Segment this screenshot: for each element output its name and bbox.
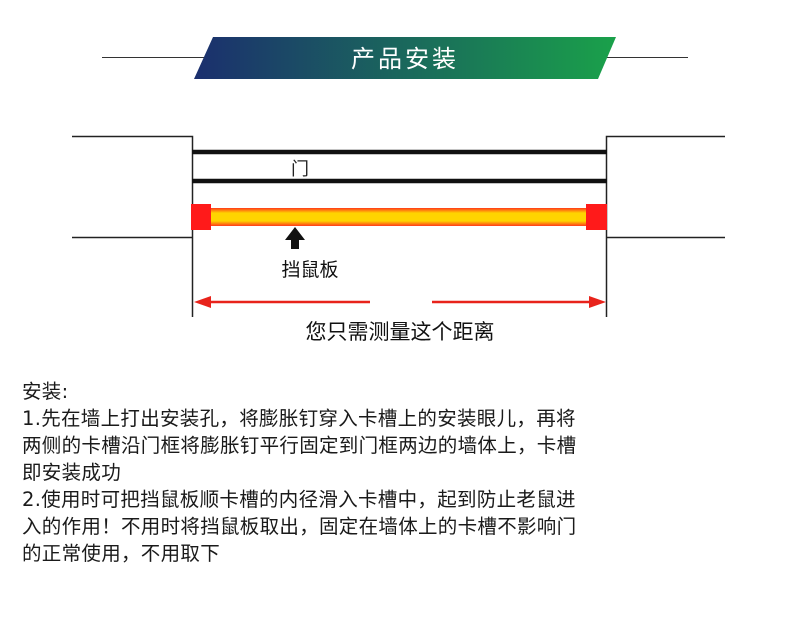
board-end-cap-right bbox=[586, 204, 607, 230]
header-banner-shape bbox=[194, 37, 616, 79]
wall-right bbox=[605, 135, 725, 317]
arrowhead-left-icon bbox=[194, 296, 211, 308]
board-end-cap-left bbox=[191, 204, 211, 230]
installation-instructions: 安装: 1.先在墙上打出安装孔，将膨胀钉穿入卡槽上的安装眼儿，再将 两侧的卡槽沿… bbox=[22, 378, 774, 567]
instruction-line: 即安装成功 bbox=[22, 461, 122, 484]
arrowhead-right-icon bbox=[589, 296, 606, 308]
instruction-line: 两侧的卡槽沿门框将膨胀钉平行固定到门框两边的墙体上，卡槽 bbox=[22, 434, 577, 457]
instruction-line: 的正常使用，不用取下 bbox=[22, 542, 221, 565]
instruction-line: 2.使用时可把挡鼠板顺卡槽的内径滑入卡槽中，起到防止老鼠进 bbox=[22, 488, 576, 511]
measure-arrow bbox=[194, 296, 606, 308]
board-pointer-arrow-icon bbox=[285, 227, 305, 249]
rodent-board bbox=[191, 204, 607, 230]
door-label: 门 bbox=[291, 159, 309, 180]
board-label: 挡鼠板 bbox=[281, 259, 338, 281]
instruction-line: 入的作用！不用时将挡鼠板取出，固定在墙体上的卡槽不影响门 bbox=[22, 515, 577, 538]
door-frame bbox=[192, 149, 607, 184]
instruction-line: 1.先在墙上打出安装孔，将膨胀钉穿入卡槽上的安装眼儿，再将 bbox=[22, 407, 576, 430]
header-title: 产品安装 bbox=[351, 45, 459, 73]
wall-left bbox=[72, 135, 194, 317]
header-banner: 产品安装 bbox=[102, 37, 688, 79]
instructions-heading: 安装: bbox=[22, 380, 69, 403]
measure-label: 您只需测量这个距离 bbox=[306, 320, 495, 344]
installation-diagram: 产品安装 门 挡鼠板 bbox=[72, 37, 725, 344]
